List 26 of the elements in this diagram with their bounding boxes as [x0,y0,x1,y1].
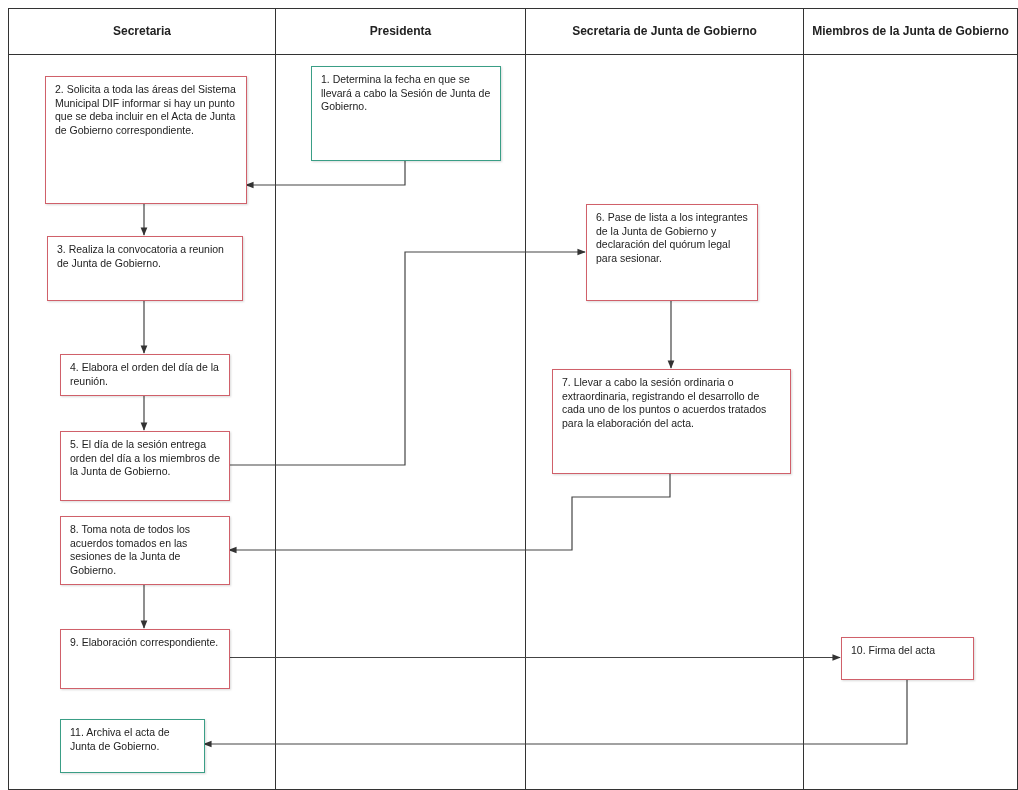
swimlane [275,8,526,790]
process-box: 11. Archiva el acta de Junta de Gobierno. [60,719,205,773]
arrow [140,394,148,431]
arrow [140,202,148,236]
process-box: 5. El día de la sesión entrega orden del día a los miembros de la Junta de Gobierno. [60,431,230,501]
process-box: 4. Elabora el orden del día de la reunión. [60,354,230,396]
process-box: 10. Firma del acta [841,637,974,680]
swimlane [525,8,804,790]
lane-header: Miembros de la Junta de Gobierno [804,9,1017,55]
arrow [228,248,586,466]
process-box: 9. Elaboración correspondiente. [60,629,230,689]
process-box: 1. Determina la fecha en que se llevará a cabo la Sesión de Junta de Gobierno. [311,66,501,161]
arrow [245,159,406,189]
process-box: 8. Toma nota de todos los acuerdos tomados en las sesiones de la Junta de Gobierno. [60,516,230,585]
process-box: 3. Realiza la convocatoria a reunion de Junta de Gobierno. [47,236,243,301]
arrow [140,299,148,354]
arrow [667,299,675,369]
process-box: 7. Llevar a cabo la sesión ordinaria o extraordinaria, registrando el desarrollo de cada uno de los puntos o acuerdos tratados para la elaboración del acta. [552,369,791,474]
swimlane [803,8,1018,790]
arrow [228,654,841,661]
process-box: 6. Pase de lista a los integrantes de la Junta de Gobierno y declaración del quórum legal para sesionar. [586,204,758,301]
arrow [140,583,148,629]
arrow [203,678,908,748]
swimlane [8,8,276,790]
process-box: 2. Solicita a toda las áreas del Sistema Municipal DIF informar si hay un punto que se deba incluir en el Acta de Junta de Gobierno correspondiente. [45,76,247,204]
arrow [228,472,671,554]
